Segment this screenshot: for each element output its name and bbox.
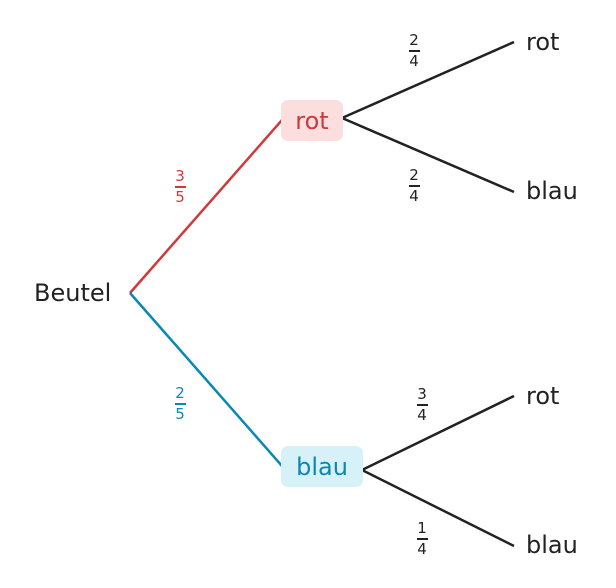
edge-blau-blau [361, 468, 515, 548]
prob-denominator: 4 [409, 186, 419, 205]
prob-numerator: 2 [409, 166, 419, 184]
prob-numerator: 3 [175, 167, 185, 185]
prob-blau-rot: 3 4 [412, 387, 432, 423]
edge-beutel-blau [129, 292, 283, 467]
prob-numerator: 1 [417, 519, 427, 537]
edge-rot-rot [341, 40, 515, 120]
prob-numerator: 3 [417, 385, 427, 403]
prob-denominator: 4 [417, 539, 427, 558]
prob-denominator: 4 [409, 51, 419, 70]
edge-beutel-rot [129, 119, 283, 294]
prob-blau-blau: 1 4 [412, 521, 432, 557]
prob-beutel-blau: 2 5 [170, 386, 190, 422]
prob-numerator: 2 [409, 31, 419, 49]
fraction-bar [408, 50, 420, 52]
leaf-blau-rot: rot [526, 382, 560, 410]
edge-rot-blau [341, 116, 515, 194]
prob-beutel-rot: 3 5 [170, 169, 190, 205]
node-rot: rot [281, 100, 343, 141]
fraction-bar [174, 403, 186, 405]
prob-rot-blau: 2 4 [404, 168, 424, 204]
leaf-rot-rot: rot [526, 28, 560, 56]
node-beutel: Beutel [34, 279, 112, 307]
prob-denominator: 5 [175, 404, 185, 423]
fraction-bar [416, 538, 428, 540]
prob-denominator: 4 [417, 405, 427, 424]
fraction-bar [174, 186, 186, 188]
node-blau: blau [281, 446, 363, 487]
prob-numerator: 2 [175, 384, 185, 402]
leaf-rot-blau: blau [526, 177, 578, 205]
fraction-bar [416, 404, 428, 406]
prob-denominator: 5 [175, 187, 185, 206]
prob-rot-rot: 2 4 [404, 33, 424, 69]
fraction-bar [408, 185, 420, 187]
leaf-blau-blau: blau [526, 531, 578, 559]
edge-blau-rot [361, 394, 515, 472]
